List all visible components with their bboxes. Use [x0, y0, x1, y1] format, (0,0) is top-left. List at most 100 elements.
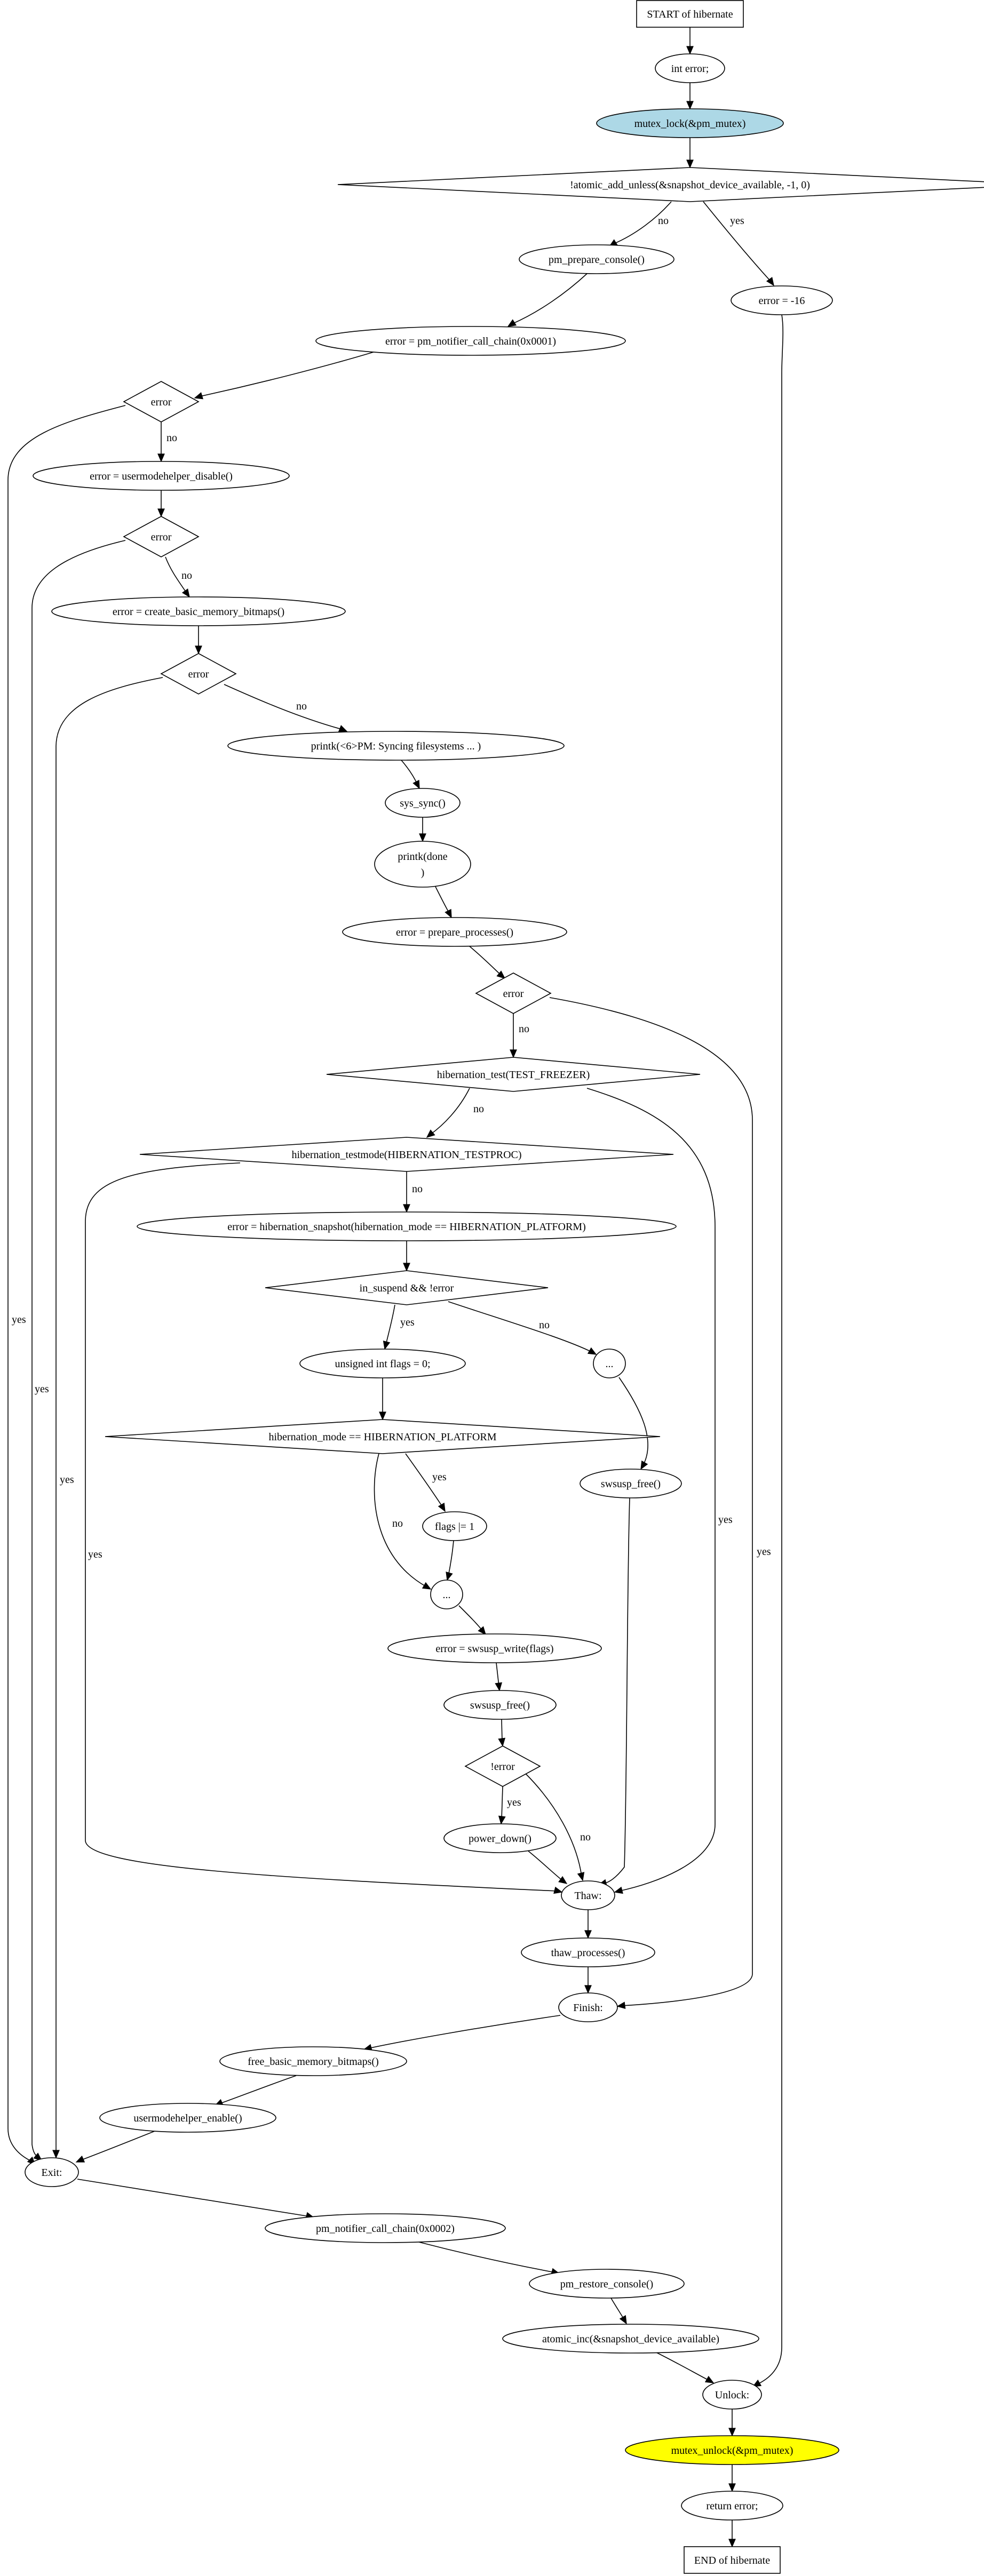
edge-htest-to-thaw	[586, 1088, 716, 1894]
arrowhead-icon	[584, 1930, 592, 1939]
node-ellipse	[731, 285, 833, 315]
node-diamond	[123, 381, 200, 422]
edge-swfree2-to-noterr	[498, 1719, 506, 1747]
node-ellipse	[681, 2491, 783, 2521]
node-label: swsusp_free()	[601, 1478, 661, 1490]
edge-line	[756, 314, 784, 2385]
edge-htm-to-hsnap	[403, 1171, 410, 1213]
node-label: pm_notifier_call_chain(0x0002)	[316, 2223, 455, 2235]
edge-lock-to-atomic	[686, 138, 694, 169]
node-htest: hibernation_test(TEST_FREEZER)	[326, 1057, 701, 1092]
arrowhead-icon	[194, 392, 203, 400]
node-unlock: Unlock:	[702, 2380, 762, 2410]
edge-label: yes	[400, 1317, 415, 1328]
node-diamond	[123, 516, 200, 557]
arrowhead-icon	[577, 1872, 585, 1881]
arrowhead-icon	[728, 2428, 736, 2437]
edge-line	[165, 556, 187, 594]
edge-label: no	[519, 1023, 529, 1035]
edge-flags0-to-hmode	[379, 1378, 386, 1421]
node-label: mutex_lock(&pm_mutex)	[634, 118, 746, 130]
edge-line	[405, 1453, 443, 1508]
node-end: END of hibernate	[684, 2546, 781, 2574]
node-start: START of hibernate	[636, 0, 744, 28]
arrowhead-icon	[195, 645, 202, 655]
edge-interr-to-lock	[686, 83, 694, 110]
arrowhead-icon	[403, 1263, 410, 1272]
node-label: ...	[443, 1589, 451, 1601]
edge-htm-to-thaw	[85, 1162, 563, 1894]
node-reterr: return error;	[681, 2491, 783, 2521]
arrowhead-icon	[157, 508, 165, 517]
arrowhead-icon	[157, 453, 165, 462]
node-label: printk(<6>PM: Syncing filesystems ... )	[311, 740, 481, 752]
edge-hmode-to-dots2	[374, 1453, 432, 1590]
node-box	[684, 2546, 781, 2574]
node-ellipse	[387, 1633, 602, 1663]
node-printk2: printk(done)	[374, 841, 471, 888]
node-htm: hibernation_testmode(HIBERNATION_TESTPRO…	[139, 1137, 674, 1172]
node-ellipse	[137, 1211, 677, 1241]
edge-munlock-to-reterr	[728, 2465, 736, 2492]
node-prepproc: error = prepare_processes()	[342, 917, 567, 947]
edge-line	[458, 1605, 483, 1632]
node-flags1: flags |= 1	[422, 1511, 487, 1541]
edge-label: yes	[757, 1546, 771, 1558]
node-umhd: error = usermodehelper_disable()	[33, 461, 290, 491]
node-diamond	[326, 1057, 701, 1092]
arrowhead-icon	[496, 970, 506, 979]
edge-line	[80, 2131, 155, 2161]
edge-label: yes	[88, 1549, 102, 1560]
arrowhead-icon	[558, 1876, 568, 1884]
arrowhead-icon	[728, 2539, 736, 2548]
edge-fbmb-to-umhe	[214, 2075, 297, 2106]
edge-line	[602, 1497, 630, 1884]
edge-prepcons-to-notif1	[507, 273, 588, 327]
edge-start-to-interr	[686, 27, 694, 55]
node-ellipse	[385, 788, 461, 818]
node-label: int error;	[671, 63, 709, 75]
edge-exit-to-notif2	[77, 2179, 315, 2220]
edge-line	[385, 1304, 395, 1345]
node-ellipse	[596, 108, 784, 138]
node-label: swsusp_free()	[470, 1700, 530, 1711]
edge-pdown-to-thaw	[528, 1851, 568, 1884]
edge-line	[418, 2242, 556, 2273]
edge-line	[618, 1377, 648, 1466]
edge-line	[528, 1851, 564, 1881]
node-label: Finish:	[573, 2002, 603, 2014]
node-fbmb: free_basic_memory_bitmaps()	[219, 2046, 407, 2076]
arrowhead-icon	[728, 2483, 736, 2492]
node-label: hibernation_testmode(HIBERNATION_TESTPRO…	[291, 1149, 521, 1161]
node-label: pm_prepare_console()	[549, 254, 645, 266]
node-hsnap: error = hibernation_snapshot(hibernation…	[137, 1211, 677, 1241]
edge-line	[469, 946, 502, 976]
edge-reterr-to-end	[728, 2520, 736, 2548]
edge-dots1-to-swfree1	[618, 1377, 648, 1470]
node-insusp: in_suspend && !error	[265, 1270, 549, 1305]
node-hmode: hibernation_mode == HIBERNATION_PLATFORM	[105, 1419, 661, 1454]
node-label: unsigned int flags = 0;	[335, 1358, 430, 1370]
node-interr: int error;	[655, 53, 725, 83]
edge-err4-to-finish	[549, 997, 753, 2009]
edge-label: yes	[35, 1383, 49, 1395]
edge-line	[448, 1301, 593, 1353]
node-label: Thaw:	[574, 1890, 601, 1902]
node-ellipse	[219, 2046, 407, 2076]
arrowhead-icon	[338, 725, 348, 732]
node-swfree1: swsusp_free()	[580, 1469, 682, 1498]
node-exit: Exit:	[25, 2157, 79, 2187]
node-prepcons: pm_prepare_console()	[519, 244, 674, 274]
edge-printk2-to-prepproc	[434, 885, 452, 919]
node-label: error = hibernation_snapshot(hibernation…	[227, 1221, 586, 1233]
node-ellipse	[51, 596, 346, 626]
arrowhead-icon	[584, 1985, 592, 1994]
arrowhead-icon	[383, 1341, 391, 1350]
node-ellipse	[422, 1511, 487, 1541]
edge-label: yes	[718, 1514, 733, 1526]
edge-umhe-to-exit	[75, 2131, 155, 2163]
edge-err2-to-cbmb	[165, 556, 190, 598]
edge-line	[448, 1540, 454, 1577]
